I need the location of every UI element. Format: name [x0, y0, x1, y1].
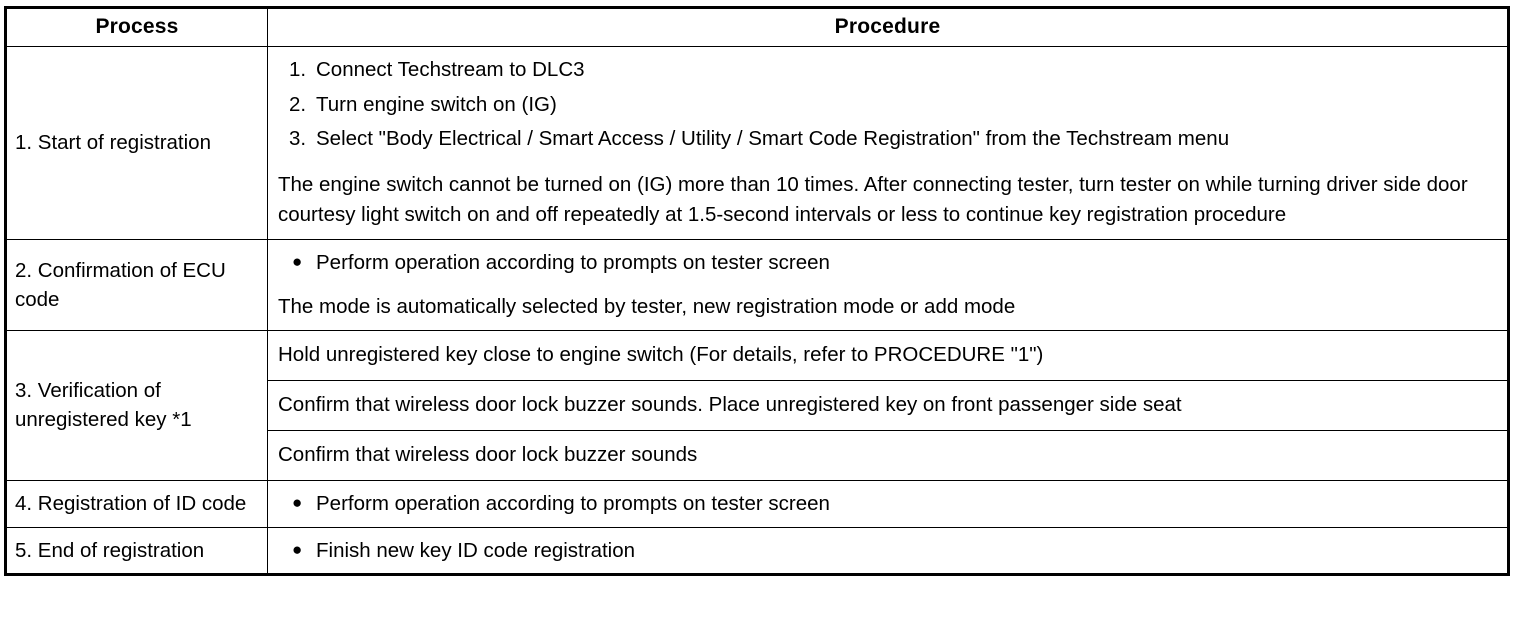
step-text: Turn engine switch on (IG)	[316, 92, 557, 116]
list-item: ● Finish new key ID code registration	[278, 536, 1497, 566]
table-row: Confirm that wireless door lock buzzer s…	[268, 430, 1507, 480]
bullet-text: Perform operation according to prompts o…	[316, 491, 830, 515]
procedure-cell-5: ● Finish new key ID code registration	[267, 526, 1509, 576]
numbered-step-list: 1. Connect Techstream to DLC3 2. Turn en…	[278, 55, 1497, 154]
table-row: Confirm that wireless door lock buzzer s…	[268, 380, 1507, 431]
table-row: 5. End of registration ● Finish new key …	[5, 526, 1509, 576]
procedure-cell-4: ● Perform operation according to prompts…	[267, 479, 1509, 528]
list-item: ● Perform operation according to prompts…	[278, 248, 1497, 278]
process-label-3: 3. Verification of unregistered key *1	[5, 329, 268, 481]
bullet-list: ● Finish new key ID code registration	[278, 536, 1497, 566]
table-row: 1. Start of registration 1. Connect Tech…	[5, 46, 1509, 240]
process-label-5: 5. End of registration	[5, 526, 268, 576]
table-row: 3. Verification of unregistered key *1 H…	[5, 329, 1509, 481]
process-label-4: 4. Registration of ID code	[5, 479, 268, 528]
header-row: Process Procedure	[5, 7, 1509, 47]
table-header: Process Procedure	[5, 7, 1509, 47]
step-text: Connect Techstream to DLC3	[316, 58, 585, 81]
table-row: 4. Registration of ID code ● Perform ope…	[5, 479, 1509, 528]
bullet-list: ● Perform operation according to prompts…	[278, 248, 1497, 278]
process-label-1: 1. Start of registration	[5, 46, 268, 240]
procedure-cell-2: ● Perform operation according to prompts…	[267, 238, 1509, 331]
list-item: ● Perform operation according to prompts…	[278, 489, 1497, 519]
procedure-note-1: The engine switch cannot be turned on (I…	[278, 173, 1468, 227]
bullet-icon: ●	[292, 492, 303, 512]
sub-procedure-text: Hold unregistered key close to engine sw…	[268, 330, 1507, 381]
bullet-text: Finish new key ID code registration	[316, 538, 636, 562]
table-body: 1. Start of registration 1. Connect Tech…	[5, 46, 1509, 576]
procedure-note-2: The mode is automatically selected by te…	[278, 294, 1016, 318]
list-item: 2. Turn engine switch on (IG)	[278, 90, 1497, 120]
bullet-icon: ●	[292, 251, 303, 271]
column-header-procedure: Procedure	[267, 7, 1509, 47]
list-item: 3. Select "Body Electrical / Smart Acces…	[278, 124, 1497, 154]
bullet-text: Perform operation according to prompts o…	[316, 250, 830, 274]
step-text: Select "Body Electrical / Smart Access /…	[316, 127, 1230, 151]
bullet-list: ● Perform operation according to prompts…	[278, 489, 1497, 519]
procedure-cell-1: 1. Connect Techstream to DLC3 2. Turn en…	[267, 46, 1509, 240]
sub-procedure-text: Confirm that wireless door lock buzzer s…	[268, 380, 1507, 431]
sub-procedure-text: Confirm that wireless door lock buzzer s…	[278, 442, 698, 466]
list-item: 1. Connect Techstream to DLC3	[278, 55, 1497, 85]
bullet-icon: ●	[292, 539, 303, 559]
step-number: 1.	[289, 58, 307, 81]
column-header-process: Process	[5, 7, 268, 47]
sub-procedure-table: Hold unregistered key close to engine sw…	[268, 330, 1507, 480]
step-number: 2.	[289, 92, 307, 116]
procedure-cell-3: Hold unregistered key close to engine sw…	[267, 329, 1509, 481]
step-number: 3.	[289, 127, 307, 151]
procedure-table: Process Procedure 1. Start of registrati…	[4, 6, 1510, 577]
process-label-2: 2. Confirmation of ECU code	[5, 238, 268, 331]
table-row: 2. Confirmation of ECU code ● Perform op…	[5, 238, 1509, 331]
table-row: Hold unregistered key close to engine sw…	[268, 330, 1507, 381]
